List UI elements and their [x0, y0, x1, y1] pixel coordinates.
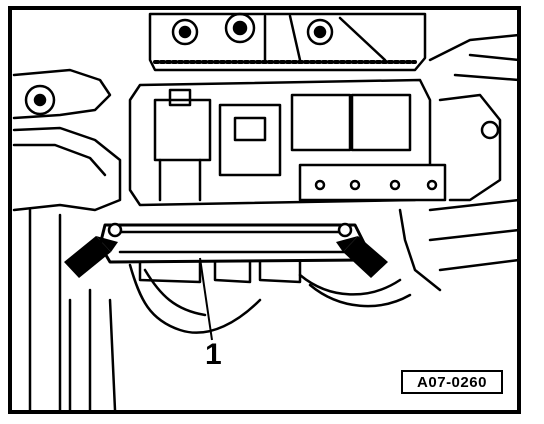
- wiring-harness: [68, 263, 412, 412]
- right-arrow: [336, 236, 388, 278]
- top-housing: [148, 12, 427, 72]
- figure-reference-code: A07-0260: [401, 370, 503, 394]
- control-module-body: [128, 78, 447, 207]
- left-frame-rail: [12, 68, 122, 412]
- right-bracket: [398, 33, 521, 292]
- left-arrow: [64, 236, 118, 278]
- callout-number-1: 1: [205, 338, 222, 371]
- callout-leader-line: [199, 257, 213, 341]
